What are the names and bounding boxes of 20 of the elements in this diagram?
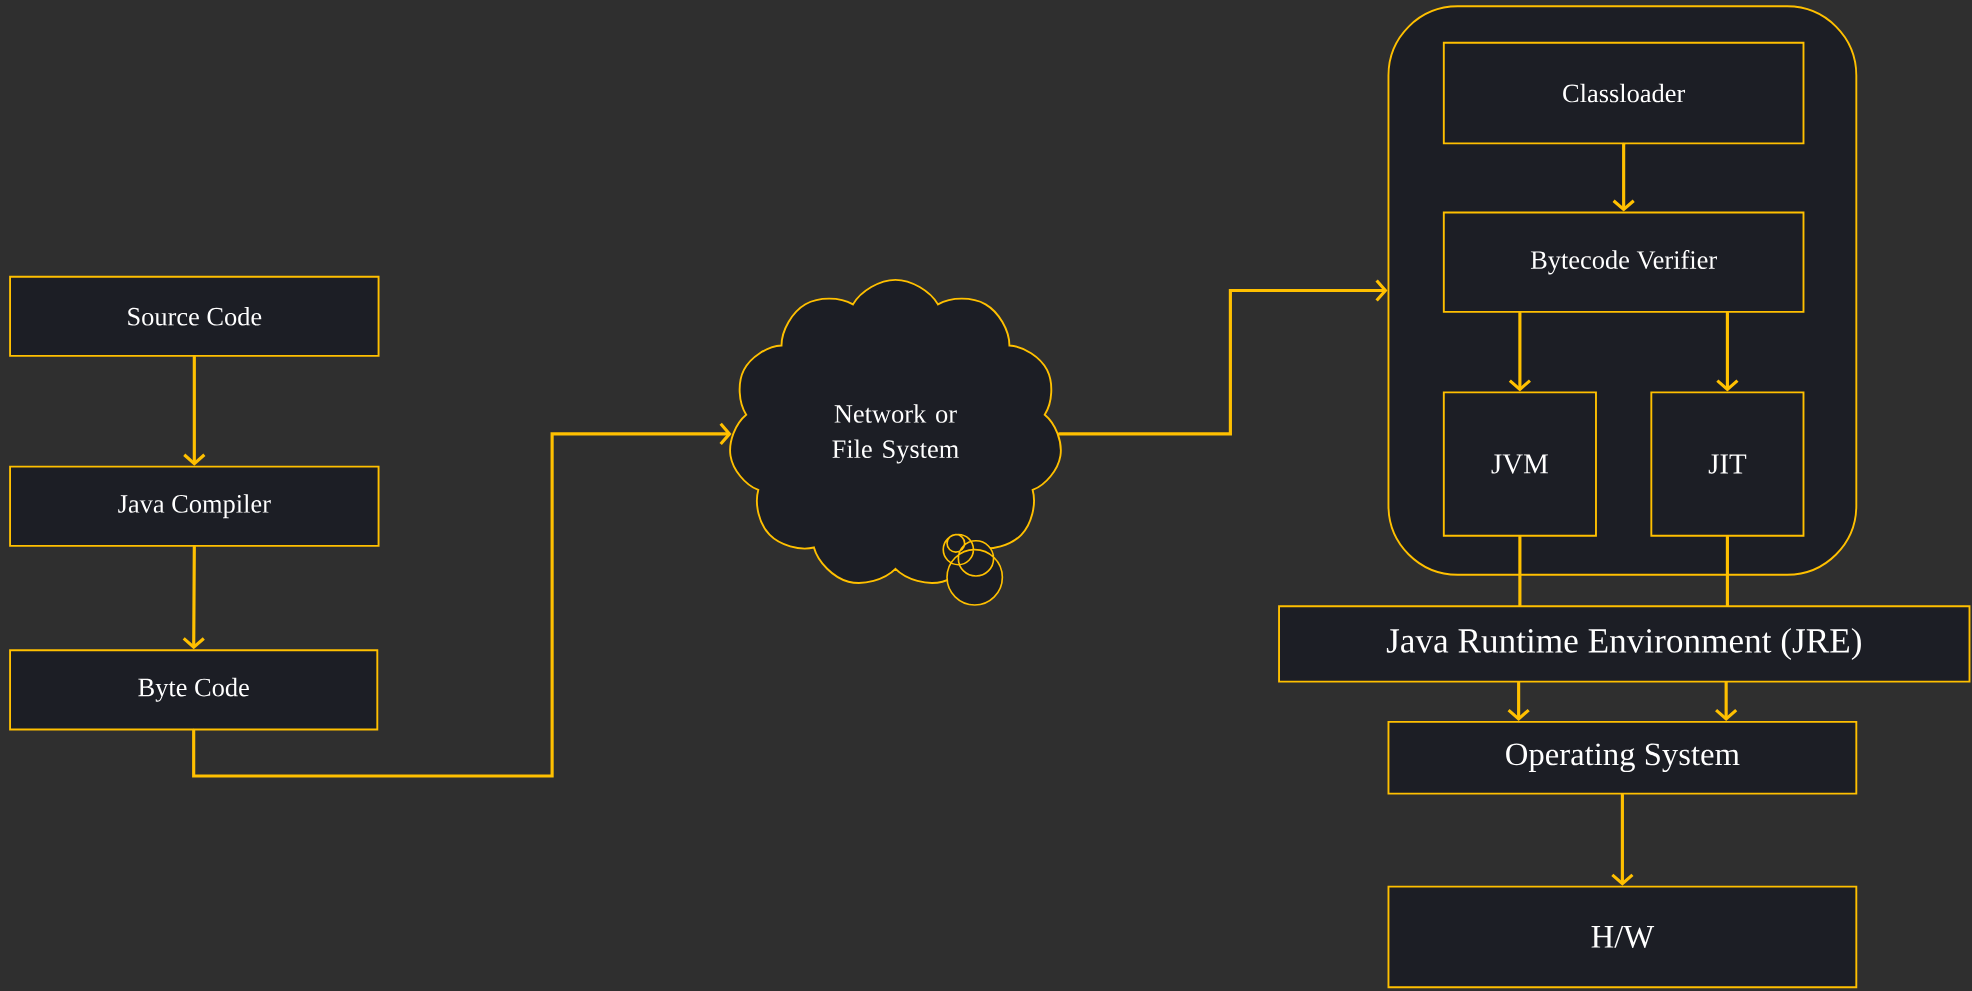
arrow: [183, 355, 206, 466]
process-box: Bytecode Verifier: [1442, 211, 1805, 313]
arrow: [192, 422, 732, 778]
arrow: [182, 545, 205, 650]
arrow: [1611, 792, 1634, 886]
arrow: [1612, 142, 1635, 212]
process-box: Source Code: [9, 275, 380, 357]
arrow: [1057, 279, 1388, 436]
process-box: Java Runtime Environment (JRE): [1278, 605, 1971, 683]
process-box: H/W: [1387, 885, 1858, 989]
process-box: Classloader: [1442, 41, 1805, 145]
process-box: JIT: [1650, 391, 1805, 537]
process-box: Byte Code: [9, 649, 379, 731]
arrow: [1508, 311, 1531, 392]
arrow: [1507, 681, 1530, 721]
process-box: JVM: [1442, 391, 1597, 537]
process-box: Operating System: [1387, 720, 1858, 795]
arrow: [1716, 311, 1739, 392]
arrow: [1715, 681, 1738, 721]
process-box: Java Compiler: [9, 465, 380, 547]
